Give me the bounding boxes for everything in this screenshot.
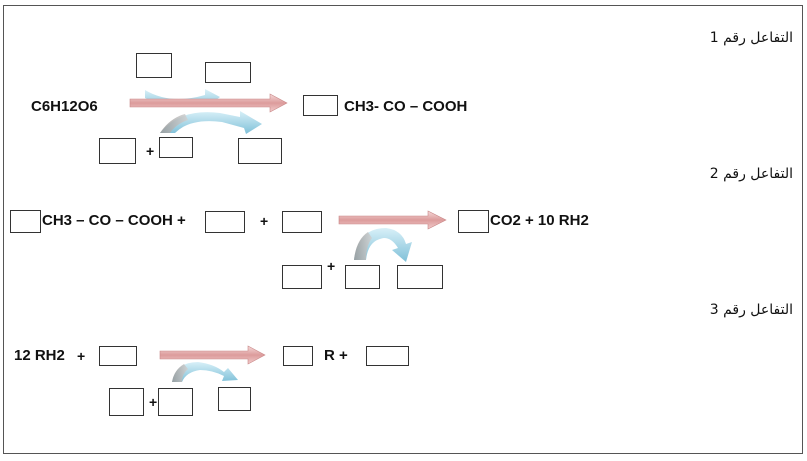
r1-answer-box-top-left[interactable] — [136, 53, 172, 78]
r2-answer-box-bottom-middle[interactable] — [345, 265, 380, 289]
r3-answer-box-reactant-2[interactable] — [99, 346, 137, 366]
r2-answer-box-bottom-right[interactable] — [397, 265, 443, 289]
r1-product-formula: CH3- CO – COOH — [344, 98, 468, 115]
r2-answer-box-product-coef[interactable] — [458, 210, 489, 233]
r2-answer-box-reactant-coef[interactable] — [10, 210, 41, 233]
r2-answer-box-reactant-3[interactable] — [282, 211, 322, 233]
r2-product-formula: CO2 + 10 RH2 — [490, 212, 589, 229]
r2-plus-sign-lower: + — [327, 258, 336, 274]
r2-answer-box-bottom-left[interactable] — [282, 265, 322, 289]
r3-answer-box-bottom-middle[interactable] — [158, 388, 193, 416]
reaction-1-title: التفاعل رقم 1 — [709, 30, 793, 46]
r3-plus-sign-reactant: + — [77, 348, 86, 364]
r2-answer-box-reactant-2[interactable] — [205, 211, 245, 233]
r1-plus-sign: + — [146, 143, 155, 159]
page-frame — [3, 5, 803, 454]
r3-answer-box-product-1[interactable] — [283, 346, 313, 366]
r3-answer-box-product-2[interactable] — [366, 346, 409, 366]
r2-plus-sign-middle: + — [260, 213, 269, 229]
r3-answer-box-bottom-right[interactable] — [218, 387, 251, 411]
r1-answer-box-bottom-middle[interactable] — [159, 137, 193, 158]
reaction-3-title: التفاعل رقم 3 — [709, 302, 793, 318]
r2-reactant-formula: CH3 – CO – COOH + — [42, 212, 186, 229]
r3-product-formula: R + — [324, 347, 348, 364]
r1-answer-box-top-right[interactable] — [205, 62, 251, 83]
r3-plus-sign-lower: + — [149, 394, 158, 410]
reaction-2-title: التفاعل رقم 2 — [709, 166, 793, 182]
r1-answer-box-bottom-left[interactable] — [99, 138, 136, 164]
r1-reactant-formula: C6H12O6 — [31, 98, 98, 115]
r3-answer-box-bottom-left[interactable] — [109, 388, 144, 416]
r1-answer-box-bottom-right[interactable] — [238, 138, 282, 164]
r1-answer-box-product-coef[interactable] — [303, 95, 338, 116]
r3-reactant-formula: 12 RH2 — [14, 347, 65, 364]
